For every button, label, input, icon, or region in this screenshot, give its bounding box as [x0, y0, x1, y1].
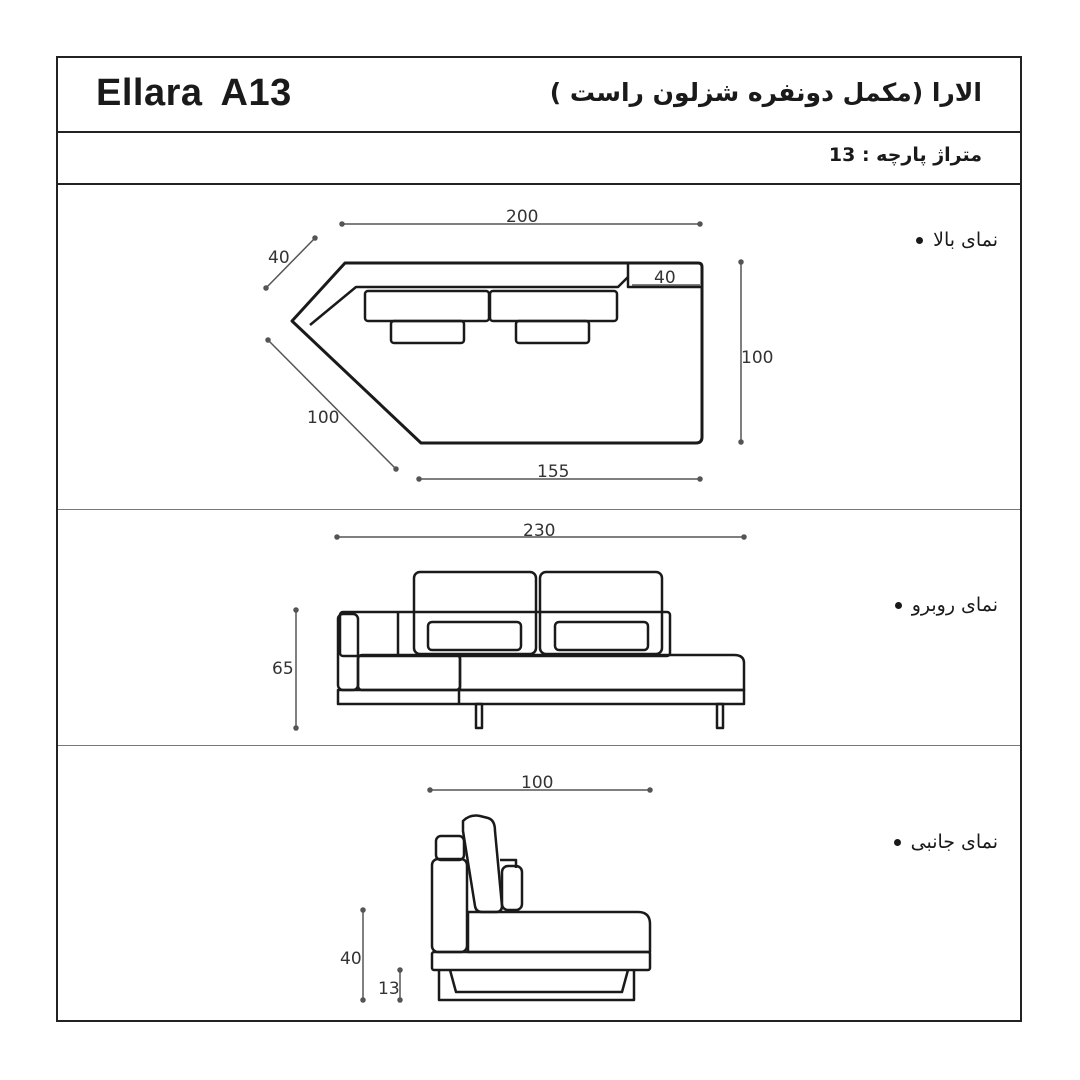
dim-label-front-height: 65	[272, 659, 294, 679]
dim-top-diag-short	[265, 237, 316, 289]
side-frame	[437, 970, 636, 1002]
top-view-label: نمای بالا	[916, 229, 998, 251]
front-base	[336, 688, 746, 706]
dim-label-diag-short: 40	[268, 248, 290, 268]
front-leg-1	[474, 702, 484, 730]
front-leg-2	[715, 702, 725, 730]
front-pillow-2	[553, 620, 650, 652]
front-view-label: نمای روبرو	[894, 594, 998, 616]
dim-label-width: 200	[506, 207, 538, 227]
side-view-label: نمای جانبی	[893, 831, 998, 853]
bullet-icon	[893, 838, 901, 846]
fabric-amount: متراژ پارچه : 13	[828, 144, 982, 166]
dim-label-front-width: 230	[523, 521, 555, 541]
front-view-section: نمای روبرو	[58, 510, 1020, 746]
product-title-fa: الارا (مکمل دونفره شزلون راست )	[549, 78, 982, 107]
brand-title: Ellara A13	[96, 72, 292, 115]
side-base	[430, 950, 652, 972]
side-seat	[466, 910, 652, 954]
front-view-drawing: 230 65	[272, 521, 747, 731]
side-backrest	[430, 857, 469, 954]
fabric-row: متراژ پارچه : 13	[58, 133, 1020, 185]
spec-sheet-frame: Ellara A13 الارا (مکمل دونفره شزلون راست …	[56, 56, 1022, 1022]
model-code: A13	[220, 72, 292, 114]
side-view-drawing: 100 40 13	[340, 773, 653, 1003]
side-sled-leg	[448, 969, 630, 994]
dim-label-side-leg: 13	[378, 979, 400, 999]
top-inner-step	[626, 277, 702, 289]
dim-top-diag-long	[267, 339, 397, 470]
side-back-cushion	[461, 814, 504, 914]
dim-label-bottom: 155	[537, 462, 569, 482]
dim-label-inner: 40	[654, 268, 676, 288]
top-view-label-text: نمای بالا	[933, 229, 998, 251]
dim-label-depth: 100	[741, 348, 773, 368]
front-pillow-1	[426, 620, 523, 652]
dim-label-side-seat: 40	[340, 949, 362, 969]
bullet-icon	[894, 601, 902, 609]
side-view-label-text: نمای جانبی	[910, 831, 998, 853]
top-pillow-1	[389, 319, 466, 345]
header-row: Ellara A13 الارا (مکمل دونفره شزلون راست …	[58, 58, 1020, 133]
side-headrest	[434, 834, 466, 862]
dim-label-side-depth: 100	[521, 773, 553, 793]
top-cushion-2	[488, 289, 619, 323]
top-view-section: نمای بالا	[58, 185, 1020, 510]
front-view-label-text: نمای روبرو	[911, 594, 998, 616]
top-pillow-2	[514, 319, 591, 345]
brand-name: Ellara	[96, 72, 203, 114]
front-seat-left	[356, 653, 462, 692]
side-pillow-top	[500, 858, 518, 868]
top-view-drawing: 200 40 40 100 100 155	[263, 207, 773, 482]
side-pillow	[500, 864, 524, 912]
bullet-icon	[916, 236, 924, 244]
dim-label-diag-long: 100	[307, 408, 339, 428]
front-seat-chaise	[458, 653, 746, 692]
top-outline	[290, 261, 704, 445]
top-cushion-1	[363, 289, 491, 323]
top-inner-back	[309, 263, 630, 326]
side-view-section: نمای جانبی 100	[58, 746, 1020, 1022]
